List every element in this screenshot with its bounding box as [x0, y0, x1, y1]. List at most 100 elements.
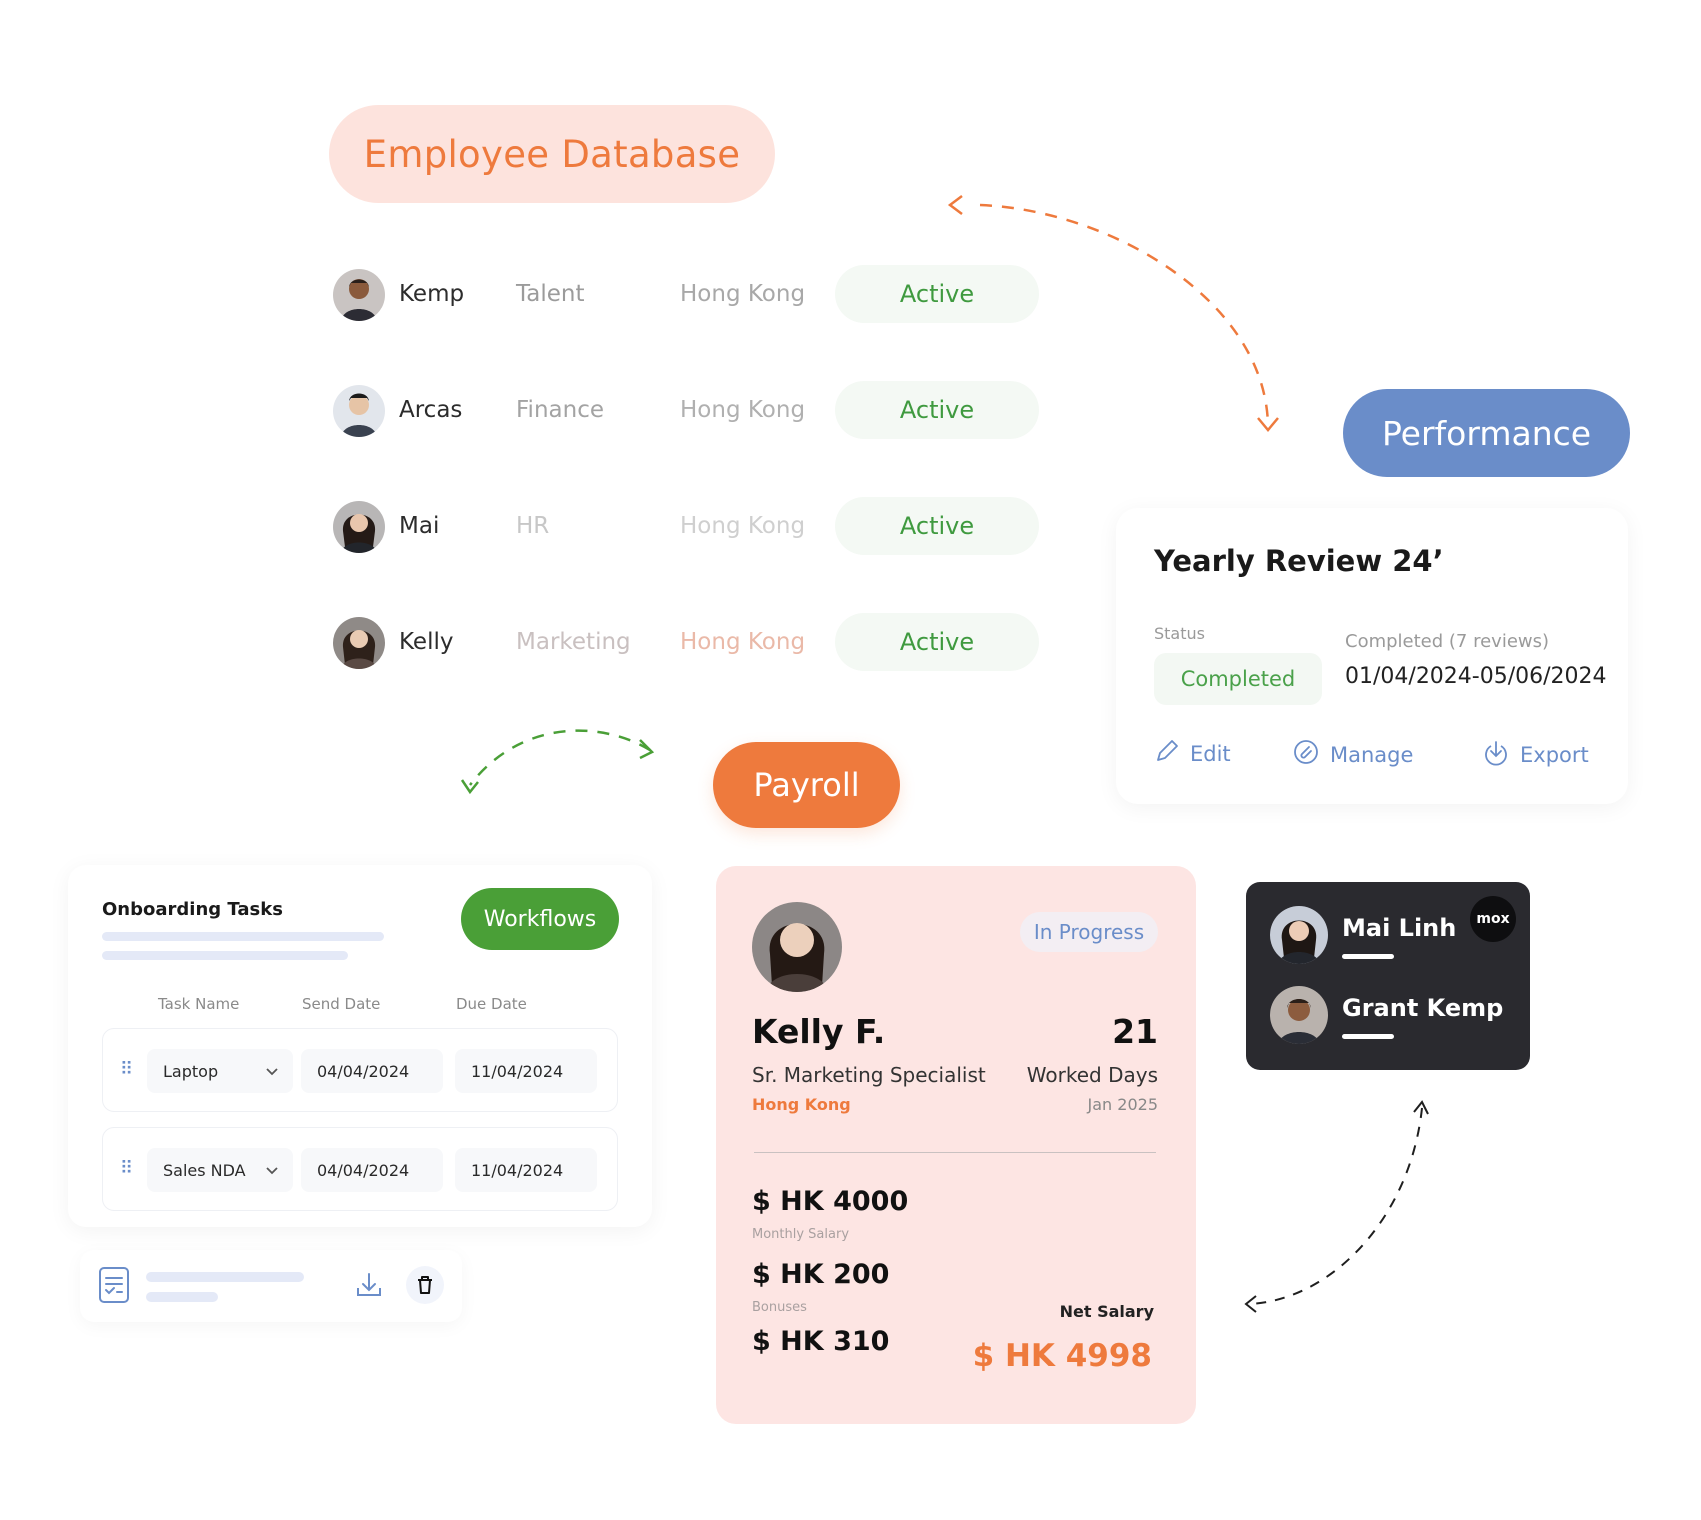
payroll-card: In Progress Kelly F. 21 Sr. Marketing Sp… — [716, 866, 1196, 1424]
task-name: Sales NDA — [163, 1160, 246, 1180]
edit-button[interactable]: Edit — [1154, 738, 1231, 769]
avatar — [333, 617, 385, 669]
employee-row[interactable]: Arcas Finance Hong Kong Active — [333, 381, 1053, 441]
send-date-field[interactable]: 04/04/2024 — [301, 1148, 443, 1192]
arrowhead-up — [1413, 1100, 1429, 1115]
employee-department: Marketing — [516, 629, 631, 655]
payroll-pill[interactable]: Payroll — [713, 742, 900, 828]
download-icon[interactable] — [354, 1270, 384, 1304]
arrow-payroll-loop — [1249, 1107, 1423, 1305]
table-row[interactable]: ⠿ Sales NDA 04/04/2024 11/04/2024 — [102, 1127, 618, 1211]
onboarding-tasks-card: Onboarding Tasks Workflows Task Name Sen… — [68, 865, 652, 1227]
yearly-review-card: Yearly Review 24’ Status Completed (7 re… — [1116, 508, 1628, 804]
document-icon — [98, 1266, 130, 1308]
bonuses-label: Bonuses — [752, 1300, 807, 1315]
employee-department: Talent — [516, 281, 585, 307]
pencil-icon — [1154, 738, 1180, 769]
divider — [754, 1152, 1156, 1153]
avatar — [1270, 906, 1328, 964]
name-underline — [1342, 954, 1394, 959]
mox-logo: mox — [1470, 896, 1516, 942]
status-badge: Completed — [1154, 653, 1322, 705]
person-name: Mai Linh — [1342, 914, 1457, 942]
column-header-task-name: Task Name — [158, 995, 240, 1013]
status-badge: Active — [835, 381, 1039, 439]
performance-pill[interactable]: Performance — [1343, 389, 1630, 477]
avatar — [1270, 986, 1328, 1044]
employee-location: Hong Kong — [680, 281, 806, 307]
status-badge: Active — [835, 497, 1039, 555]
arrowhead-green-right — [639, 739, 655, 760]
export-button[interactable]: Export — [1482, 738, 1589, 771]
name-underline — [1342, 1034, 1394, 1039]
employee-name: Kelly F. — [752, 1012, 886, 1051]
review-date-range: 01/04/2024-05/06/2024 — [1345, 664, 1607, 689]
employee-location: Hong Kong — [680, 629, 806, 655]
send-date-field[interactable]: 04/04/2024 — [301, 1049, 443, 1093]
due-date-field[interactable]: 11/04/2024 — [455, 1148, 597, 1192]
avatar — [333, 269, 385, 321]
file-attachment-card — [80, 1250, 462, 1322]
arrowhead-green-left — [460, 779, 479, 795]
employee-location: Hong Kong — [680, 397, 806, 423]
employee-row[interactable]: Mai HR Hong Kong Active — [333, 497, 1053, 557]
employee-name: Kemp — [399, 281, 465, 307]
status-badge: Active — [835, 265, 1039, 323]
net-salary-value: $ HK 4998 — [972, 1338, 1152, 1374]
arrowhead-db — [947, 195, 963, 215]
avatar — [333, 385, 385, 437]
status-badge: In Progress — [1020, 912, 1158, 952]
placeholder-bar — [146, 1272, 304, 1282]
monthly-salary-label: Monthly Salary — [752, 1227, 850, 1242]
arrowhead-left — [1244, 1295, 1257, 1313]
pay-period: Jan 2025 — [1087, 1095, 1158, 1114]
due-date-field[interactable]: 11/04/2024 — [455, 1049, 597, 1093]
column-header-send-date: Send Date — [302, 995, 381, 1013]
paperclip-icon — [1292, 738, 1320, 771]
review-title: Yearly Review 24’ — [1154, 544, 1444, 578]
person-item[interactable]: Grant Kemp — [1270, 986, 1510, 1046]
placeholder-bar — [146, 1292, 218, 1302]
employee-department: HR — [516, 513, 550, 539]
completed-count-label: Completed (7 reviews) — [1345, 631, 1550, 652]
employee-row[interactable]: Kemp Talent Hong Kong Active — [333, 265, 1053, 325]
employee-row[interactable]: Kelly Marketing Hong Kong Active — [333, 613, 1053, 673]
monthly-salary-value: $ HK 4000 — [752, 1186, 909, 1217]
avatar — [333, 501, 385, 553]
manage-button[interactable]: Manage — [1292, 738, 1413, 771]
arrow-db-to-onboarding — [469, 729, 651, 786]
workflows-button[interactable]: Workflows — [461, 888, 619, 950]
onboarding-title: Onboarding Tasks — [102, 899, 283, 920]
employee-name: Arcas — [399, 397, 463, 423]
column-header-due-date: Due Date — [456, 995, 527, 1013]
employee-department: Finance — [516, 397, 604, 423]
download-icon — [1482, 738, 1510, 771]
status-badge: Active — [835, 613, 1039, 671]
trash-icon[interactable] — [406, 1266, 444, 1304]
chevron-down-icon — [265, 1161, 279, 1180]
status-label: Status — [1154, 624, 1205, 643]
employee-name: Kelly — [399, 629, 454, 655]
employee-name: Mai — [399, 513, 440, 539]
chevron-down-icon — [265, 1062, 279, 1081]
task-name: Laptop — [163, 1061, 219, 1081]
task-select[interactable]: Sales NDA — [147, 1148, 293, 1192]
employee-database-pill[interactable]: Employee Database — [329, 105, 775, 203]
worked-days-value: 21 — [1112, 1012, 1158, 1051]
edit-label: Edit — [1190, 741, 1231, 766]
placeholder-bar — [102, 951, 348, 960]
avatar — [752, 902, 842, 992]
table-row[interactable]: ⠿ Laptop 04/04/2024 11/04/2024 — [102, 1028, 618, 1112]
bonuses-value: $ HK 200 — [752, 1259, 890, 1290]
drag-handle-icon[interactable]: ⠿ — [120, 1158, 133, 1179]
worked-days-label: Worked Days — [1026, 1063, 1158, 1087]
employee-location: Hong Kong — [680, 513, 806, 539]
drag-handle-icon[interactable]: ⠿ — [120, 1059, 133, 1080]
placeholder-bar — [102, 932, 384, 941]
net-salary-label: Net Salary — [1059, 1302, 1154, 1321]
arrowhead-perf — [1257, 417, 1279, 432]
task-select[interactable]: Laptop — [147, 1049, 293, 1093]
person-item[interactable]: Mai Linh — [1270, 906, 1510, 966]
employee-location: Hong Kong — [752, 1095, 851, 1114]
additional-amount-value: $ HK 310 — [752, 1326, 890, 1357]
